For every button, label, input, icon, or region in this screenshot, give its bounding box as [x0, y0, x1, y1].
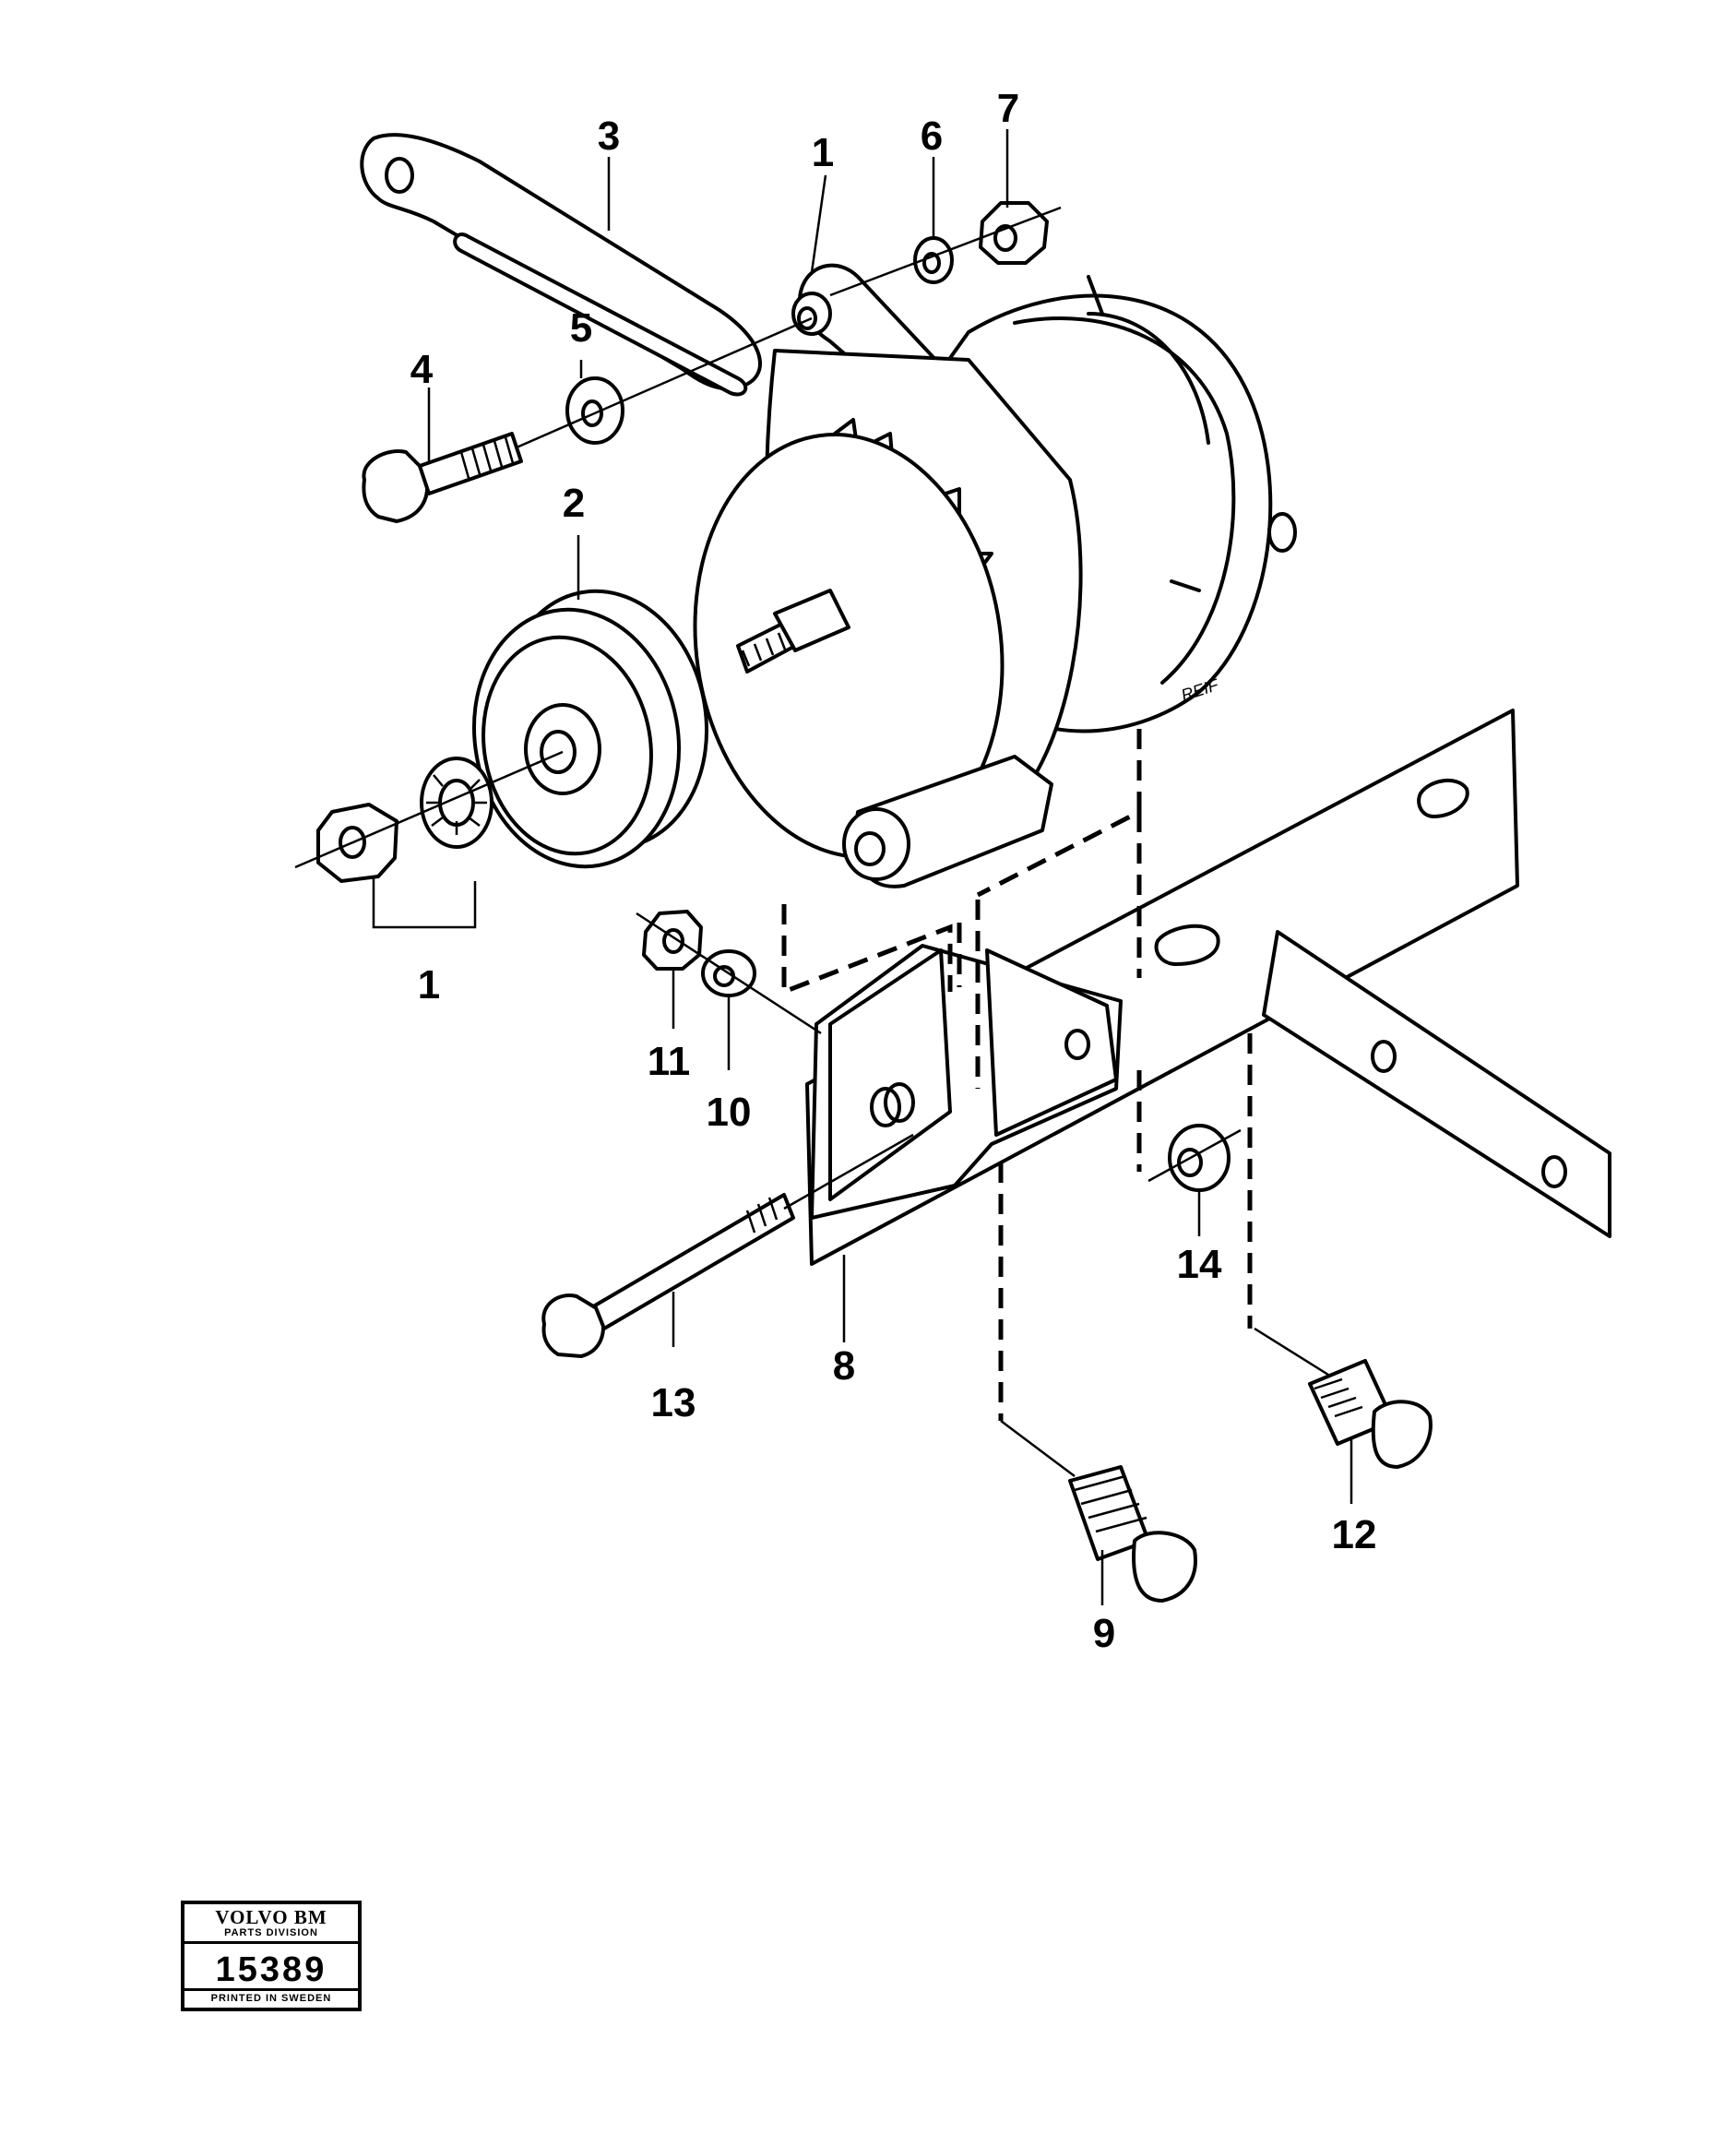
leader-lines	[427, 129, 1353, 1605]
stamp-footer: PRINTED IN SWEDEN	[184, 1988, 358, 2008]
callout-4: 4	[410, 347, 434, 392]
callout-14: 14	[1177, 1242, 1222, 1287]
callout-11: 11	[648, 1039, 691, 1084]
tension-arm	[360, 133, 762, 397]
flat-strap	[1262, 930, 1611, 1238]
stamp-number: 15389	[215, 1950, 327, 1989]
callout-3: 3	[598, 113, 620, 159]
callout-13: 13	[651, 1380, 696, 1425]
bolt-9	[1068, 1465, 1197, 1603]
alternator-body	[693, 263, 1297, 888]
bracket-line-1-bottom	[372, 876, 477, 929]
callout-9: 9	[1093, 1611, 1115, 1656]
bolt-4	[362, 432, 523, 523]
nut-7	[979, 201, 1049, 265]
long-bolt-13	[541, 1193, 795, 1358]
stamp-brand: VOLVO BM	[215, 1906, 327, 1928]
bolt-12	[1308, 1359, 1433, 1469]
washer-6	[913, 236, 954, 284]
pulley	[471, 589, 709, 869]
callout-10: 10	[707, 1090, 752, 1135]
callout-1-bottom: 1	[418, 962, 440, 1007]
pulley-nut-and-lockwasher	[316, 757, 493, 883]
stamp-division: PARTS DIVISION	[184, 1927, 358, 1944]
callout-6: 6	[921, 113, 943, 159]
callout-7: 7	[997, 86, 1019, 131]
callout-2: 2	[563, 481, 585, 526]
callout-8: 8	[833, 1343, 855, 1389]
callout-12: 12	[1332, 1512, 1377, 1557]
dashed-assembly-lines	[781, 729, 1253, 1421]
nut-14	[1168, 1124, 1231, 1192]
washer-5	[565, 376, 624, 445]
nut-11	[642, 910, 703, 971]
callout-5: 5	[570, 305, 592, 351]
callout-1-top: 1	[812, 130, 834, 175]
volvo-bm-stamp: VOLVO BM PARTS DIVISION 15389 PRINTED IN…	[181, 1901, 362, 2011]
